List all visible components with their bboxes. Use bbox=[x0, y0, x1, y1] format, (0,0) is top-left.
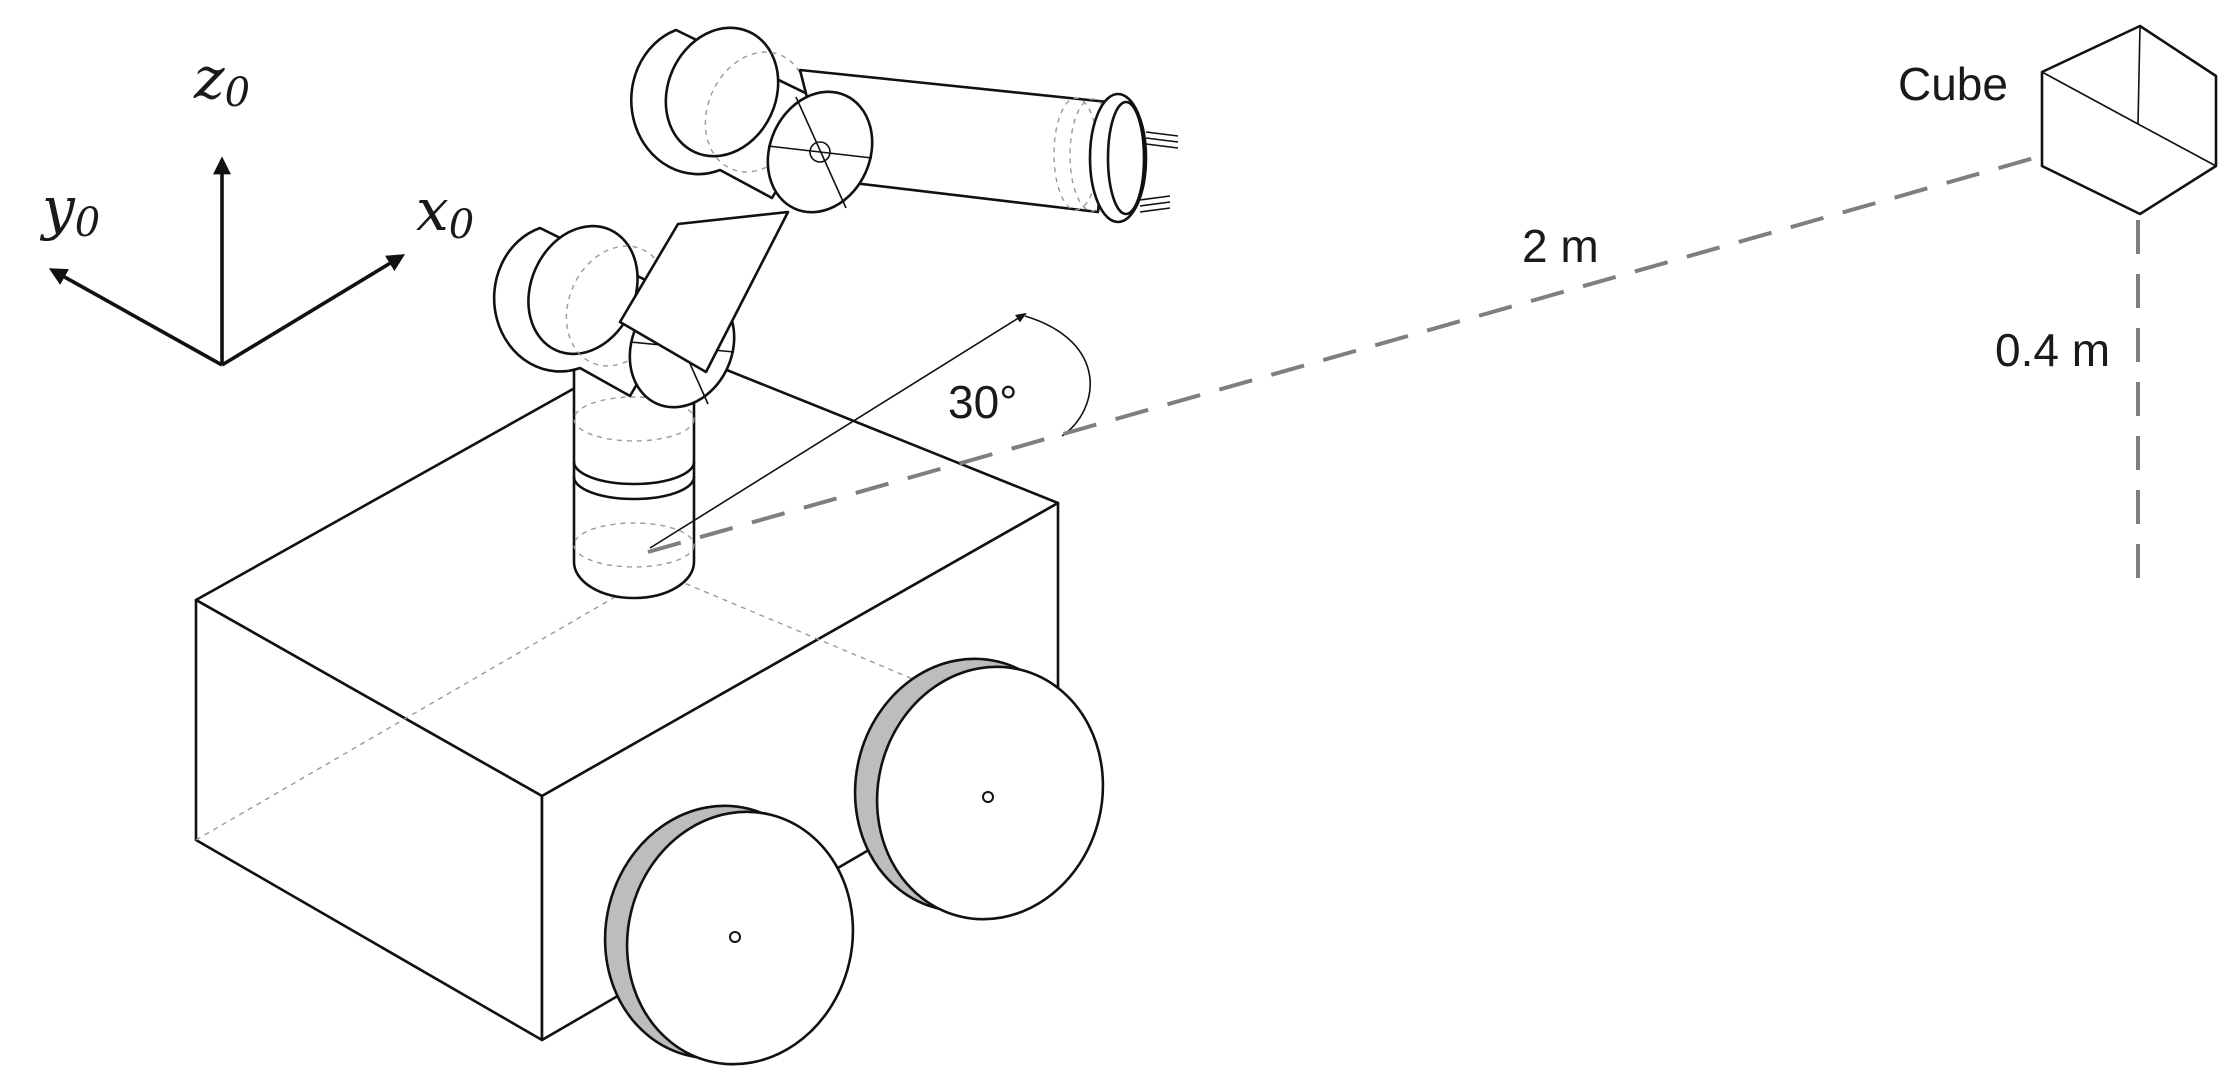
distance-line bbox=[647, 131, 2118, 554]
height-dimension: 0.4 m bbox=[1995, 149, 2146, 578]
forearm-link bbox=[766, 68, 1115, 214]
x-axis-label: x0 bbox=[416, 176, 474, 248]
end-effector bbox=[1088, 92, 1179, 224]
angle-indicator: 30° bbox=[649, 312, 1091, 549]
cube-label: Cube bbox=[1898, 58, 2008, 110]
height-label: 0.4 m bbox=[1995, 324, 2110, 376]
arm-base-column bbox=[572, 348, 696, 600]
y-axis-arrow bbox=[48, 268, 223, 367]
distance-dimension: 2 m bbox=[647, 131, 2118, 554]
x-axis-arrow bbox=[221, 254, 406, 367]
y-axis-label: y0 bbox=[39, 174, 100, 246]
z-axis-label: z0 bbox=[193, 44, 250, 116]
front-wheel bbox=[603, 804, 855, 1066]
cube-target: Cube bbox=[1898, 24, 2218, 216]
distance-label: 2 m bbox=[1522, 220, 1599, 272]
angle-label: 30° bbox=[948, 376, 1018, 428]
angle-arc bbox=[1024, 315, 1091, 437]
rear-wheel bbox=[853, 657, 1105, 921]
upper-arm-link bbox=[618, 210, 790, 374]
reference-direction-line bbox=[649, 312, 1027, 549]
world-frame: z0 y0 x0 bbox=[39, 44, 474, 367]
